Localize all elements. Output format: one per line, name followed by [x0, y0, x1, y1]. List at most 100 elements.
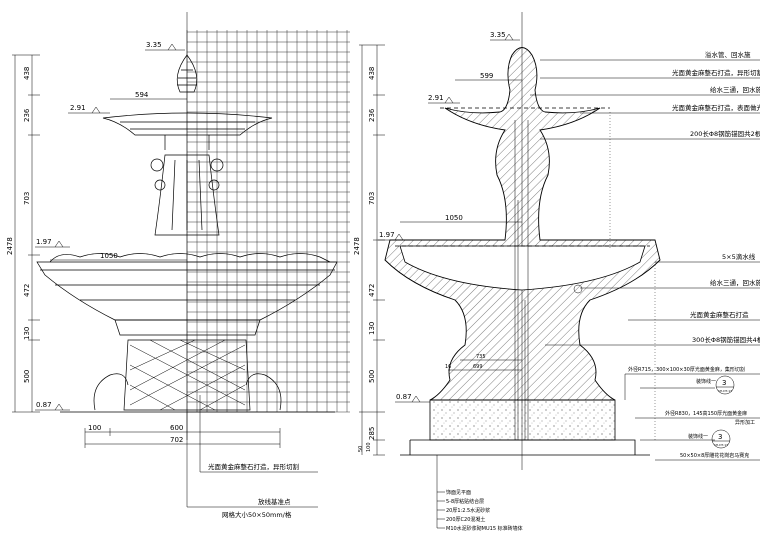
scroll-left-lower [154, 179, 166, 191]
callout-tee-2: 给水三通，回水施 [710, 278, 760, 287]
basin-void [399, 245, 646, 291]
callout-stone-polish: 光面黄金麻整石打造，表面做光处理 [672, 103, 760, 112]
dim-1050: 1050 [100, 252, 118, 260]
callout-stone-cut: 光面黄金麻整石打造，异形切割 [672, 68, 760, 77]
callout-rebar-300: 300长Φ8钢筋锚固共4根 [692, 335, 760, 344]
dim-236: 236 [23, 108, 31, 122]
dim-438: 438 [23, 67, 31, 80]
note-stone: 光面黄金麻整石打造，异形切割 [208, 462, 300, 471]
layer-notes: 饰面见平面 5-8厚粘贴结合层 20厚1:2.5水泥砂浆 200厚C20混凝土 … [436, 455, 523, 532]
detail-ref-sheet: SH-DT-13 [718, 389, 732, 393]
callout-r830: 外径R830，145高150厚光面黄金麻 [665, 410, 747, 417]
concrete-footing [429, 399, 616, 441]
dim-2478: 2478 [6, 237, 14, 255]
lower-bowl-lines [40, 269, 335, 301]
note-leaders [186, 395, 318, 508]
level-2-91: 2.91 [70, 104, 86, 112]
right-level-marks: 3.35 2.91 1.97 0.87 [378, 31, 520, 403]
left-horizontal-dimensions: 594 1050 100 600 702 [50, 91, 281, 448]
level-1-97: 1.97 [379, 231, 395, 239]
callout-r715: 外径R715，300×100×30厚光面黄金麻，集形切割 [628, 366, 745, 373]
drip-lines [609, 112, 656, 440]
scroll-left [150, 158, 164, 172]
callout-stone: 光面黄金麻整石打造 [690, 310, 749, 319]
water-level-lines [395, 107, 650, 247]
pedestal-neck [114, 319, 261, 336]
layer-concrete: 200厚C20混凝土 [446, 516, 485, 523]
callout-special-work: 异形加工 [735, 419, 755, 426]
upper-bowl [102, 112, 273, 136]
detail-ref-label: 装饰线一 [696, 378, 716, 385]
pedestal-scrolls [93, 373, 282, 411]
dim-100: 100 [88, 424, 101, 432]
column-neck [164, 135, 210, 150]
level-2-91: 2.91 [428, 94, 444, 102]
detail-ref-label: 装饰线一 [688, 433, 708, 440]
left-level-marks: 3.35 2.91 1.97 0.87 [35, 41, 185, 411]
dim-285: 285 [368, 427, 376, 440]
scroll-right-lower [208, 179, 220, 191]
level-0-87: 0.87 [396, 393, 412, 401]
dim-735: 735 [476, 354, 486, 360]
lattice-pattern [129, 339, 246, 411]
dim-130: 130 [368, 322, 376, 335]
dim-438: 438 [368, 67, 376, 80]
dim-594: 594 [135, 91, 149, 99]
dim-500: 500 [368, 370, 376, 383]
dim-703: 703 [23, 192, 31, 205]
scroll-right [210, 158, 224, 172]
dim-702: 702 [170, 436, 183, 444]
reference-grid [186, 30, 350, 413]
dim-599: 599 [480, 72, 493, 80]
detail-ref-circle[interactable] [711, 429, 731, 449]
note-grid-size: 网格大小50×50mm/格 [222, 510, 292, 519]
dim-1050: 1050 [445, 214, 463, 222]
callout-drip: 5×5滴水线 [722, 252, 756, 261]
dim-2478: 2478 [353, 237, 361, 255]
base-step [400, 439, 650, 456]
layer-mortar: 20厚1:2.5水泥砂浆 [446, 507, 490, 514]
finial [176, 54, 198, 93]
layer-brick: M10水泥砂浆砌MU15 标准砖墙体 [446, 525, 523, 532]
section-callouts: 溢水管、回水施 光面黄金麻整石打造，异形切割 给水三通，回水施 光面黄金麻整石打… [530, 50, 760, 461]
left-vertical-dimensions: 438 236 703 2478 472 130 500 [6, 54, 40, 413]
dim-500: 500 [23, 370, 31, 383]
dim-703: 703 [368, 192, 376, 205]
dim-472: 472 [23, 284, 31, 297]
level-3-35: 3.35 [146, 41, 162, 49]
tee-fitting [573, 284, 583, 294]
left-elevation: 438 236 703 2478 472 130 500 3.35 2.91 1… [6, 12, 350, 519]
callout-rebar-200: 200长Φ8钢筋锚固共2根 [690, 129, 760, 138]
upper-bowl-lines [120, 121, 255, 130]
dim-699: 699 [473, 364, 483, 370]
dim-600: 600 [170, 424, 183, 432]
fountain-section-body [384, 47, 661, 401]
level-1-97: 1.97 [36, 238, 52, 246]
dim-16: 16 [445, 364, 451, 370]
detail-ref-circle[interactable] [715, 375, 735, 395]
right-horizontal-dimensions: 599 1050 16 735 699 [400, 72, 522, 371]
dim-100: 100 [366, 442, 372, 452]
dim-130: 130 [23, 327, 31, 340]
detail-ref-number: 3 [722, 379, 726, 387]
callout-mosaic: 50×50×8厚雕花花岗岩马赛克 [680, 452, 749, 459]
dim-472: 472 [368, 284, 376, 297]
column-leaves [154, 154, 220, 236]
note-datum: 放线基准点 [258, 497, 291, 506]
pedestal-lattice [123, 339, 251, 411]
layer-bond: 5-8厚粘贴结合层 [446, 498, 484, 505]
callout-tee: 给水三通，回水施 [710, 85, 760, 94]
level-3-35: 3.35 [490, 31, 506, 39]
dim-50: 50 [358, 446, 364, 452]
layer-finish: 饰面见平面 [446, 489, 471, 496]
finial-texture [177, 69, 197, 86]
right-vertical-dimensions: 438 236 703 2478 472 130 500 285 50 100 [353, 44, 385, 456]
level-0-87: 0.87 [36, 401, 52, 409]
lower-bowl-rim [49, 253, 331, 263]
detail-ref-number: 3 [718, 433, 722, 441]
callout-overflow: 溢水管、回水施 [705, 50, 751, 59]
detail-ref-sheet: SH-DT-13 [714, 443, 728, 447]
right-section: 溢水管、回水施 光面黄金麻整石打造，异形切割 给水三通，回水施 光面黄金麻整石打… [353, 12, 760, 532]
pipes [514, 120, 529, 440]
